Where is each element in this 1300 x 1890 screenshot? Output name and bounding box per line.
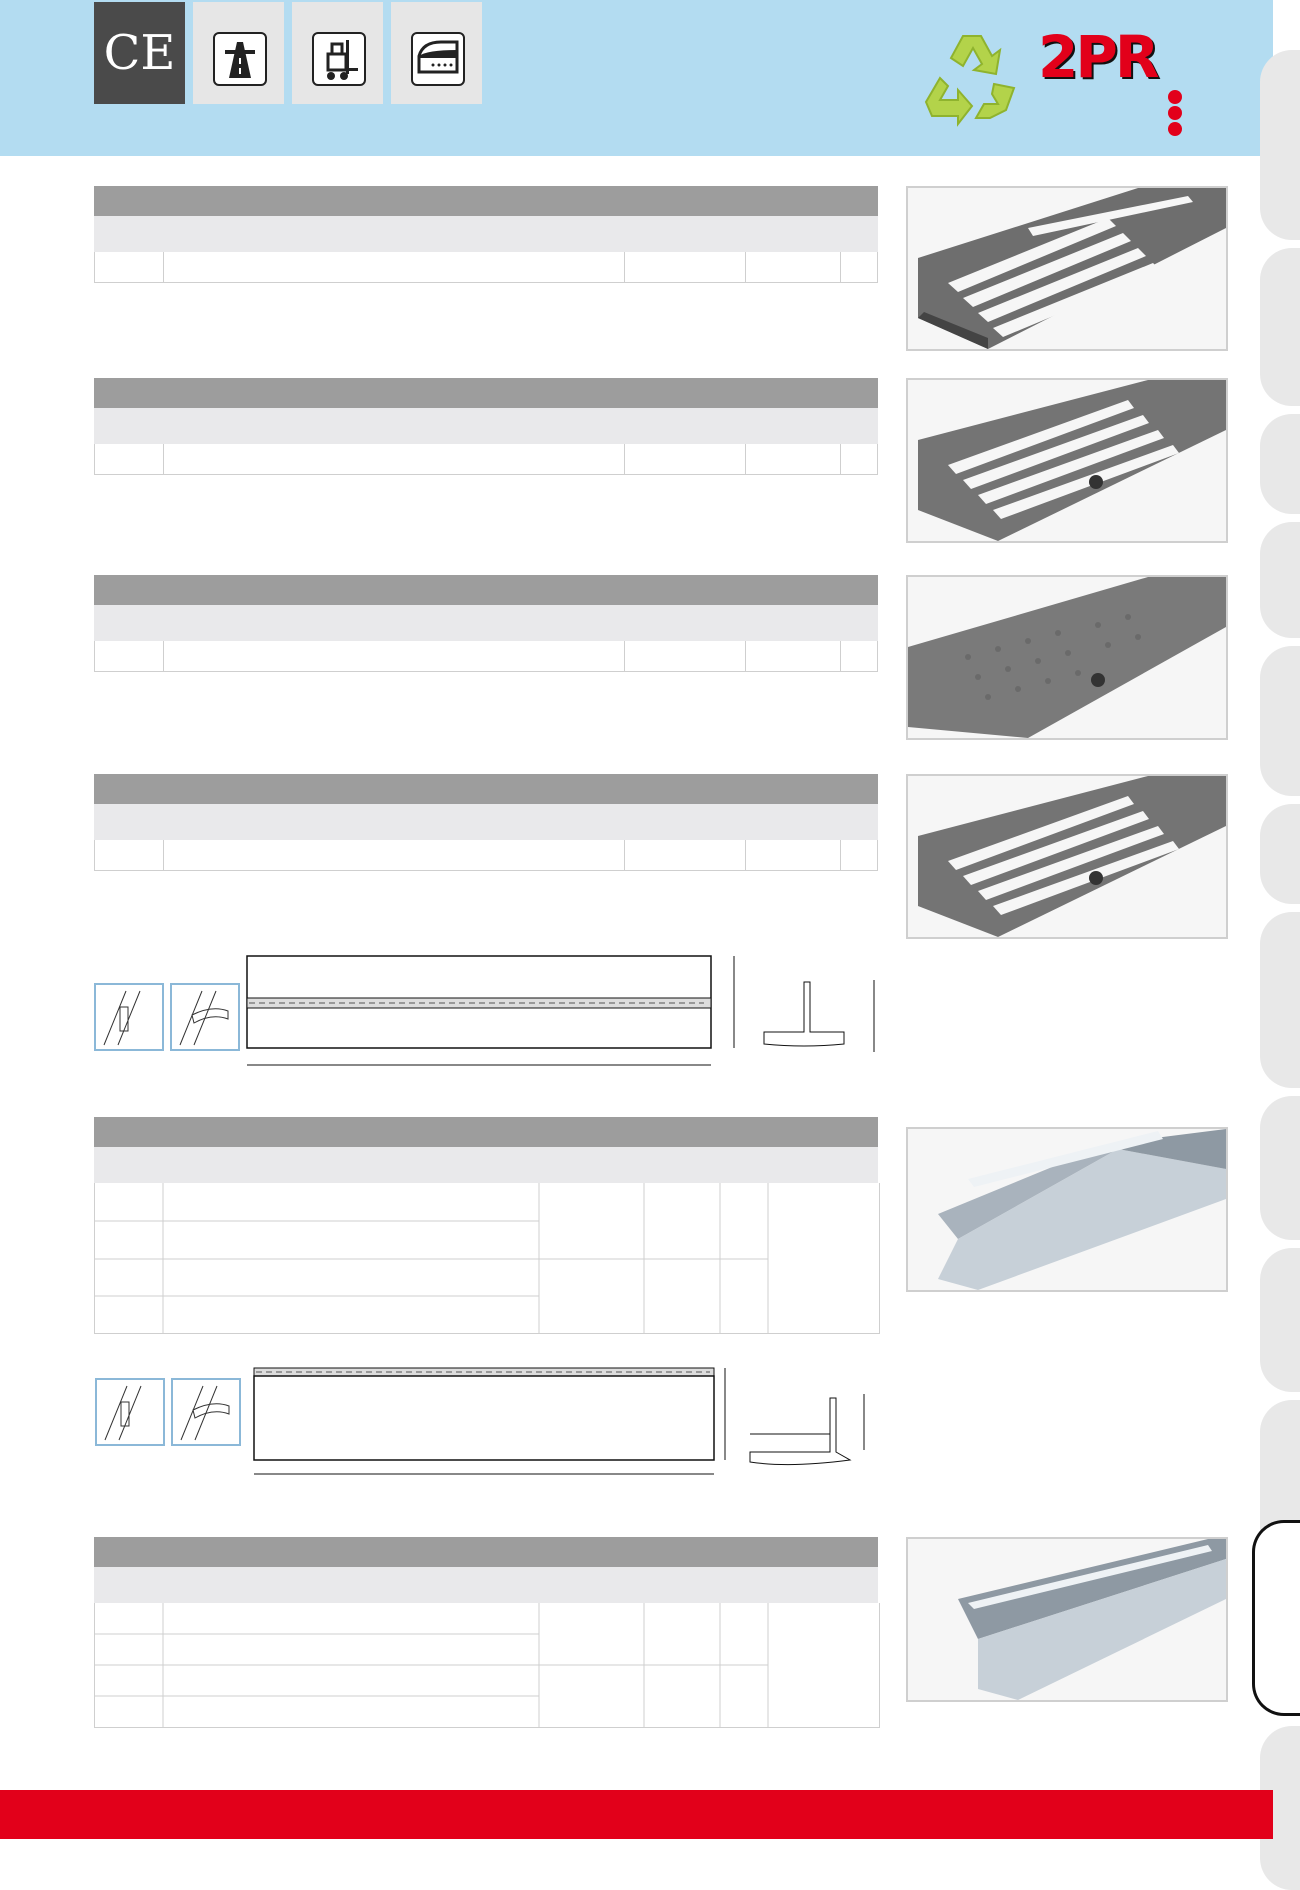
product-subtitle bbox=[94, 408, 878, 444]
product-table bbox=[94, 1117, 878, 1183]
installation-thumbnail bbox=[171, 1378, 241, 1446]
product-table bbox=[94, 1537, 878, 1603]
product-subtitle bbox=[94, 804, 878, 840]
ce-mark-icon: CE bbox=[94, 2, 185, 104]
product-title bbox=[94, 575, 878, 605]
train-icon bbox=[391, 2, 482, 104]
road-traffic-icon bbox=[193, 2, 284, 104]
product-subtitle bbox=[94, 605, 878, 641]
installation-thumbnail bbox=[95, 1378, 165, 1446]
section-tab[interactable] bbox=[1260, 50, 1300, 240]
installation-thumbnail bbox=[94, 983, 164, 1051]
table-row bbox=[94, 641, 878, 672]
section-tab[interactable] bbox=[1260, 248, 1300, 406]
product-subtitle bbox=[94, 1567, 878, 1603]
product-title bbox=[94, 186, 878, 216]
section-tab[interactable] bbox=[1260, 1096, 1300, 1240]
product-photo bbox=[906, 1537, 1228, 1702]
table-row bbox=[94, 252, 878, 283]
table-row bbox=[94, 444, 878, 475]
product-subtitle bbox=[94, 216, 878, 252]
footer-band bbox=[0, 1790, 1273, 1839]
product-spec-table bbox=[94, 1603, 880, 1728]
product-spec-table bbox=[94, 1183, 880, 1334]
product-title bbox=[94, 1537, 878, 1567]
product-photo bbox=[906, 378, 1228, 543]
product-title bbox=[94, 1117, 878, 1147]
2pr-logo: 2PR bbox=[1038, 28, 1228, 138]
product-title bbox=[94, 378, 878, 408]
section-tab[interactable] bbox=[1260, 646, 1300, 796]
technical-drawing bbox=[250, 1364, 880, 1499]
brand-logo bbox=[918, 28, 1228, 141]
section-tab[interactable] bbox=[1260, 804, 1300, 904]
recycle-icon bbox=[924, 35, 1016, 127]
product-photo bbox=[906, 774, 1228, 939]
product-photo bbox=[906, 1127, 1228, 1292]
product-title bbox=[94, 774, 878, 804]
product-table bbox=[94, 186, 878, 283]
technical-drawing bbox=[244, 952, 880, 1077]
section-tab-active[interactable] bbox=[1252, 1520, 1300, 1716]
product-table bbox=[94, 378, 878, 475]
forklift-icon bbox=[292, 2, 383, 104]
section-tab[interactable] bbox=[1260, 1248, 1300, 1392]
product-subtitle bbox=[94, 1147, 878, 1183]
product-table bbox=[94, 774, 878, 871]
installation-thumbnail bbox=[170, 983, 240, 1051]
logo-text: 2PR bbox=[1038, 23, 1160, 91]
section-tab[interactable] bbox=[1260, 522, 1300, 638]
table-row bbox=[94, 840, 878, 871]
section-tab[interactable] bbox=[1260, 414, 1300, 514]
product-photo bbox=[906, 186, 1228, 351]
product-table bbox=[94, 575, 878, 672]
section-tab[interactable] bbox=[1260, 912, 1300, 1088]
product-photo bbox=[906, 575, 1228, 740]
